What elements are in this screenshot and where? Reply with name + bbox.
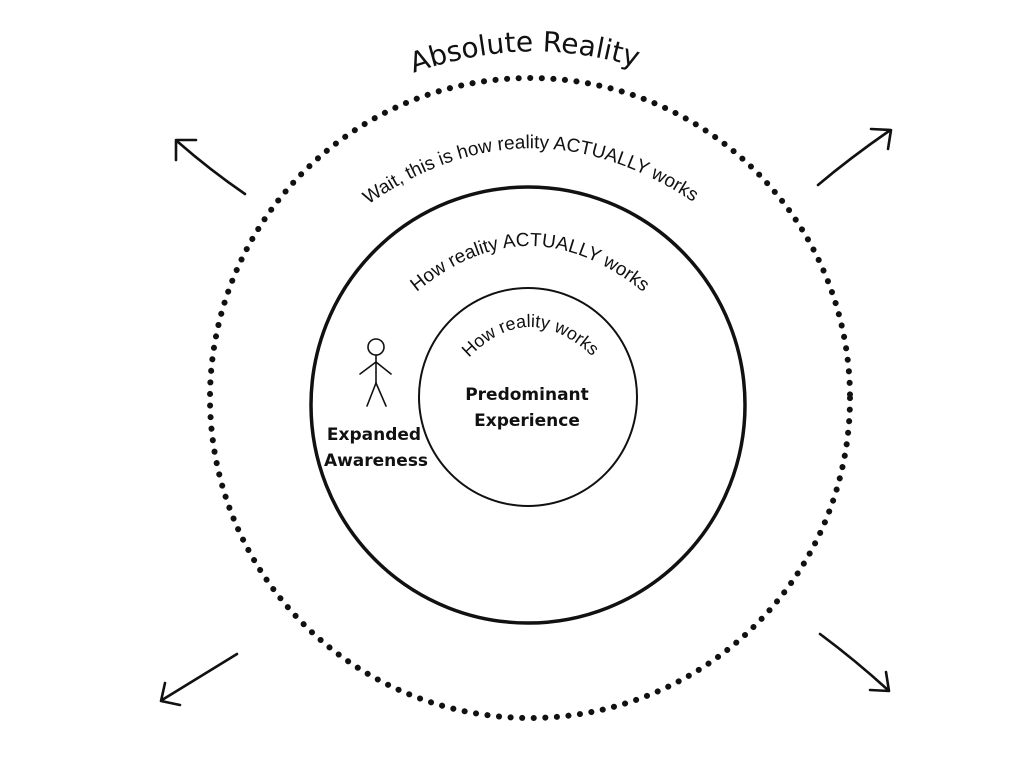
predominant-label: Predominant	[465, 385, 589, 405]
outer-ring-label: Wait, this is how reality ACTUALLY works	[359, 132, 702, 208]
predominant-experience-circle	[418, 287, 638, 507]
expanded-label: Expanded	[327, 425, 421, 445]
middle-ring-label: How reality ACTUALLY works	[407, 230, 654, 296]
arrow-down-left-icon	[159, 652, 239, 707]
stick-figure-icon	[359, 338, 392, 407]
absolute-reality-title: Absolute Reality	[405, 25, 643, 79]
awareness-label: Awareness	[324, 451, 428, 471]
inner-ring-label: How reality works	[458, 311, 603, 361]
experience-label: Experience	[474, 411, 580, 431]
actual-reality-circle	[309, 185, 747, 625]
absolute-reality-dotted-circle	[207, 75, 853, 721]
arrow-up-left-icon	[174, 138, 247, 196]
arrow-down-right-icon	[818, 632, 891, 693]
arrow-up-right-icon	[816, 127, 893, 187]
